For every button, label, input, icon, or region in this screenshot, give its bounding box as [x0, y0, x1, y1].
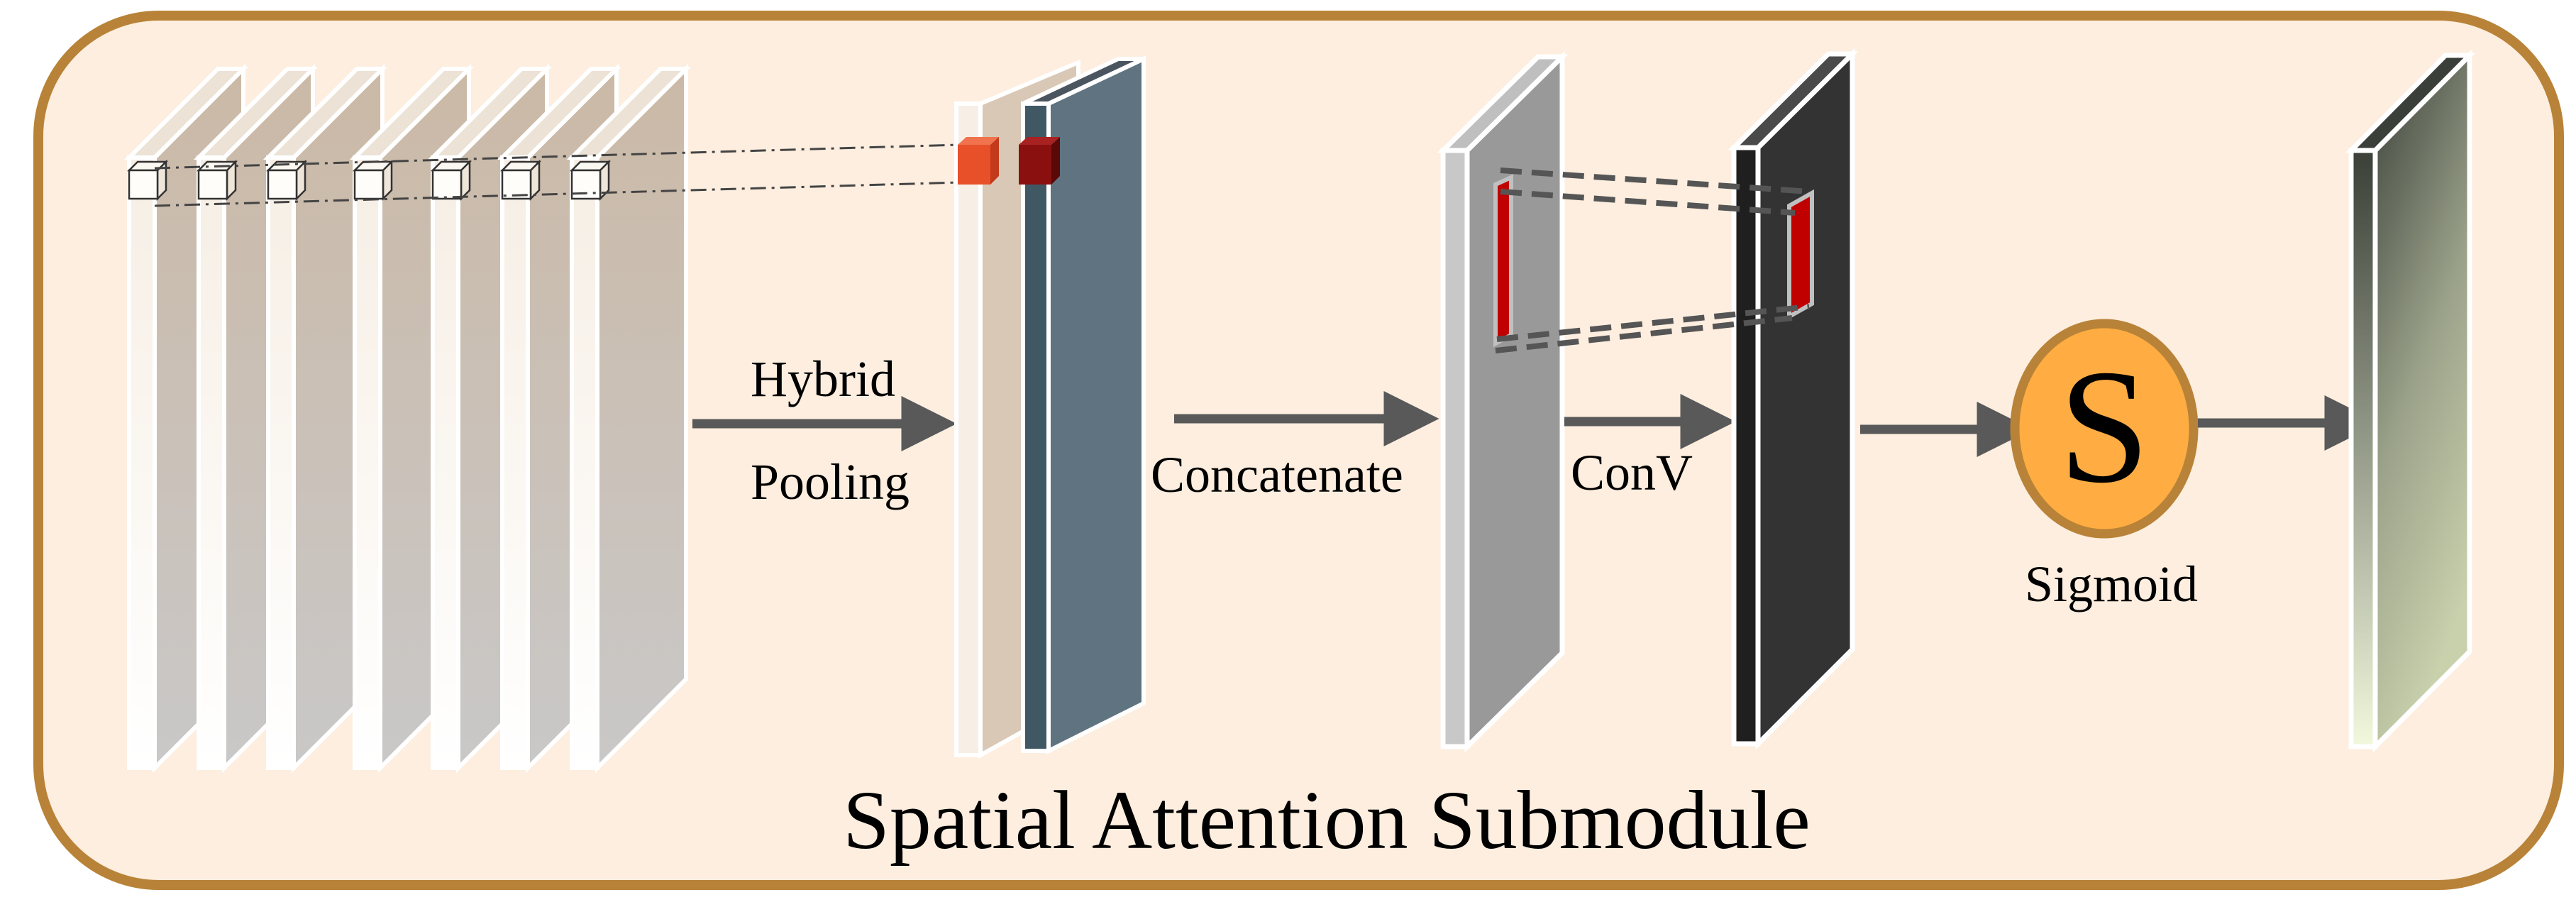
conv-kernel-highlight — [1787, 189, 1814, 321]
sigmoid-symbol: S — [2059, 336, 2150, 517]
pooling-label: Pooling — [751, 454, 910, 510]
input-kernel-cube — [430, 159, 472, 202]
avg-pool-cube — [958, 137, 999, 185]
input-kernel-cube — [126, 159, 169, 202]
concatenated-map — [1437, 50, 1569, 753]
concat-kernel-highlight — [1493, 174, 1513, 348]
input-kernel-cubes — [126, 159, 612, 202]
input-kernel-cube — [352, 159, 394, 202]
input-feature-maps — [123, 63, 692, 774]
max-pool-cube — [1019, 137, 1060, 185]
sigmoid-node: S — [2010, 319, 2199, 539]
input-kernel-cube — [499, 159, 542, 202]
input-kernel-cube — [196, 159, 238, 202]
spatial-attention-map — [2345, 49, 2476, 753]
max-pool-map — [1021, 55, 1146, 754]
input-feature-slice — [566, 63, 692, 774]
concatenate-label: Concatenate — [1151, 446, 1403, 503]
conv-projection-lines — [1495, 167, 1810, 353]
diagram-title: Spatial Attention Submodule — [843, 774, 1811, 867]
hybrid-label: Hybrid — [751, 351, 895, 407]
input-kernel-cube — [569, 159, 612, 202]
conv-label: ConV — [1571, 444, 1693, 501]
pooling-projection-lines — [154, 143, 960, 207]
sigmoid-label: Sigmoid — [2025, 556, 2198, 612]
conv-output-map — [1728, 48, 1859, 750]
input-kernel-cube — [265, 159, 308, 202]
